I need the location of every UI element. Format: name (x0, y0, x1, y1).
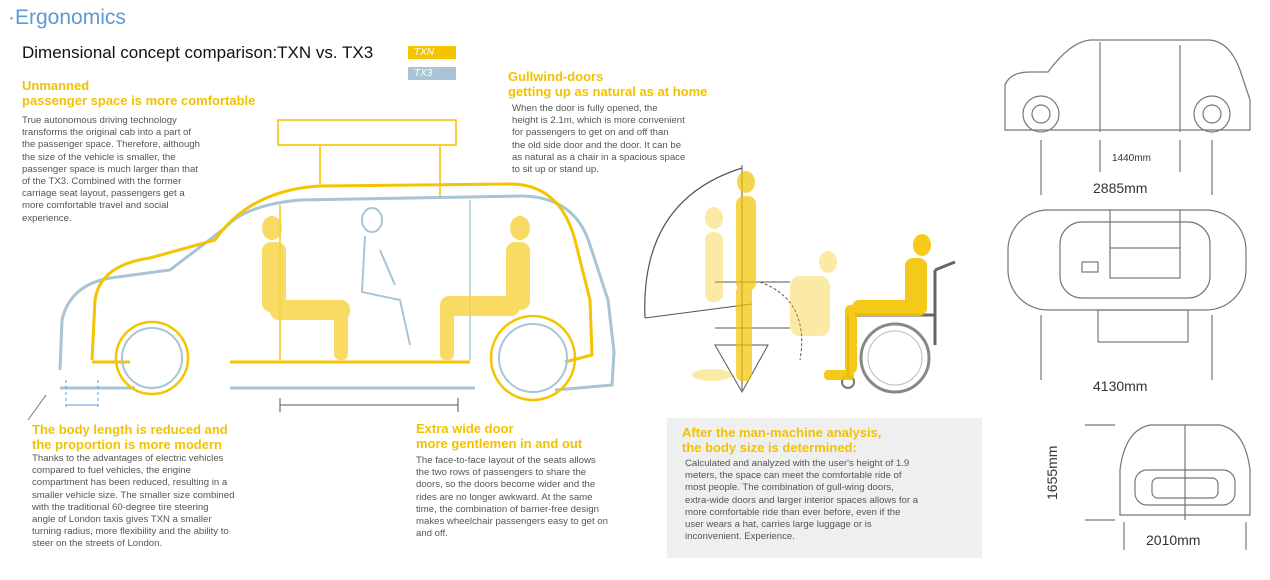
vehicle-top-view (1007, 209, 1247, 380)
dim-front-height: 1655mm (1044, 445, 1060, 500)
passenger-space-block: Unmanned passenger space is more comfort… (22, 78, 272, 225)
wheelchair (824, 234, 956, 394)
front-wheel (114, 320, 190, 396)
legend-txn: TXN (408, 46, 456, 59)
txn-passenger-front (262, 216, 350, 360)
passenger-heading-2: passenger space is more comfortable (22, 93, 256, 108)
rear-wheel (489, 314, 577, 402)
dim-top-length: 4130mm (1093, 378, 1148, 394)
widedoor-heading-2: more gentlemen in and out (416, 436, 583, 451)
gullwing-heading-1: Gullwind-doors (508, 69, 604, 84)
analysis-block: After the man-machine analysis, the body… (682, 425, 978, 543)
legend-tx3: TX3 (408, 67, 456, 80)
analysis-text: Calculated and analyzed with the user's … (685, 458, 919, 543)
car-side-comparison (27, 119, 616, 421)
widedoor-text: The face-to-face layout of the seats all… (416, 455, 608, 540)
section-title: ·Ergonomics (8, 6, 126, 29)
tx3-outline (58, 194, 616, 392)
bodylength-heading-1: The body length is reduced and (32, 422, 228, 437)
txn-passenger-rear (440, 216, 530, 360)
bodylength-text: Thanks to the advantages of electric veh… (32, 453, 235, 550)
page-title: Dimensional concept comparison:TXN vs. T… (22, 43, 374, 62)
body-length-block: The body length is reduced and the propo… (32, 422, 282, 551)
passenger-heading-1: Unmanned (22, 78, 90, 93)
vehicle-front-view (1085, 424, 1251, 550)
bodylength-heading-2: the proportion is more modern (32, 437, 222, 452)
gullwing-block: Gullwind-doors getting up as natural as … (508, 69, 748, 176)
analysis-box (667, 418, 982, 558)
dim-side-inner: 1440mm (1112, 153, 1151, 164)
analysis-heading-1: After the man-machine analysis, (682, 425, 882, 440)
widedoor-heading-1: Extra wide door (416, 421, 514, 436)
txn-outline (90, 182, 594, 364)
gullwing-heading-2: getting up as natural as at home (508, 84, 708, 99)
gullwing-door-frame (277, 119, 457, 146)
analysis-heading-2: the body size is determined: (682, 440, 857, 455)
ergonomic-figures (644, 165, 956, 394)
dim-side-length: 2885mm (1093, 180, 1148, 196)
dim-front-width: 2010mm (1146, 532, 1201, 548)
vehicle-side-view (1004, 39, 1251, 195)
wide-door-block: Extra wide door more gentlemen in and ou… (416, 421, 656, 540)
tx3-passenger (360, 207, 411, 346)
